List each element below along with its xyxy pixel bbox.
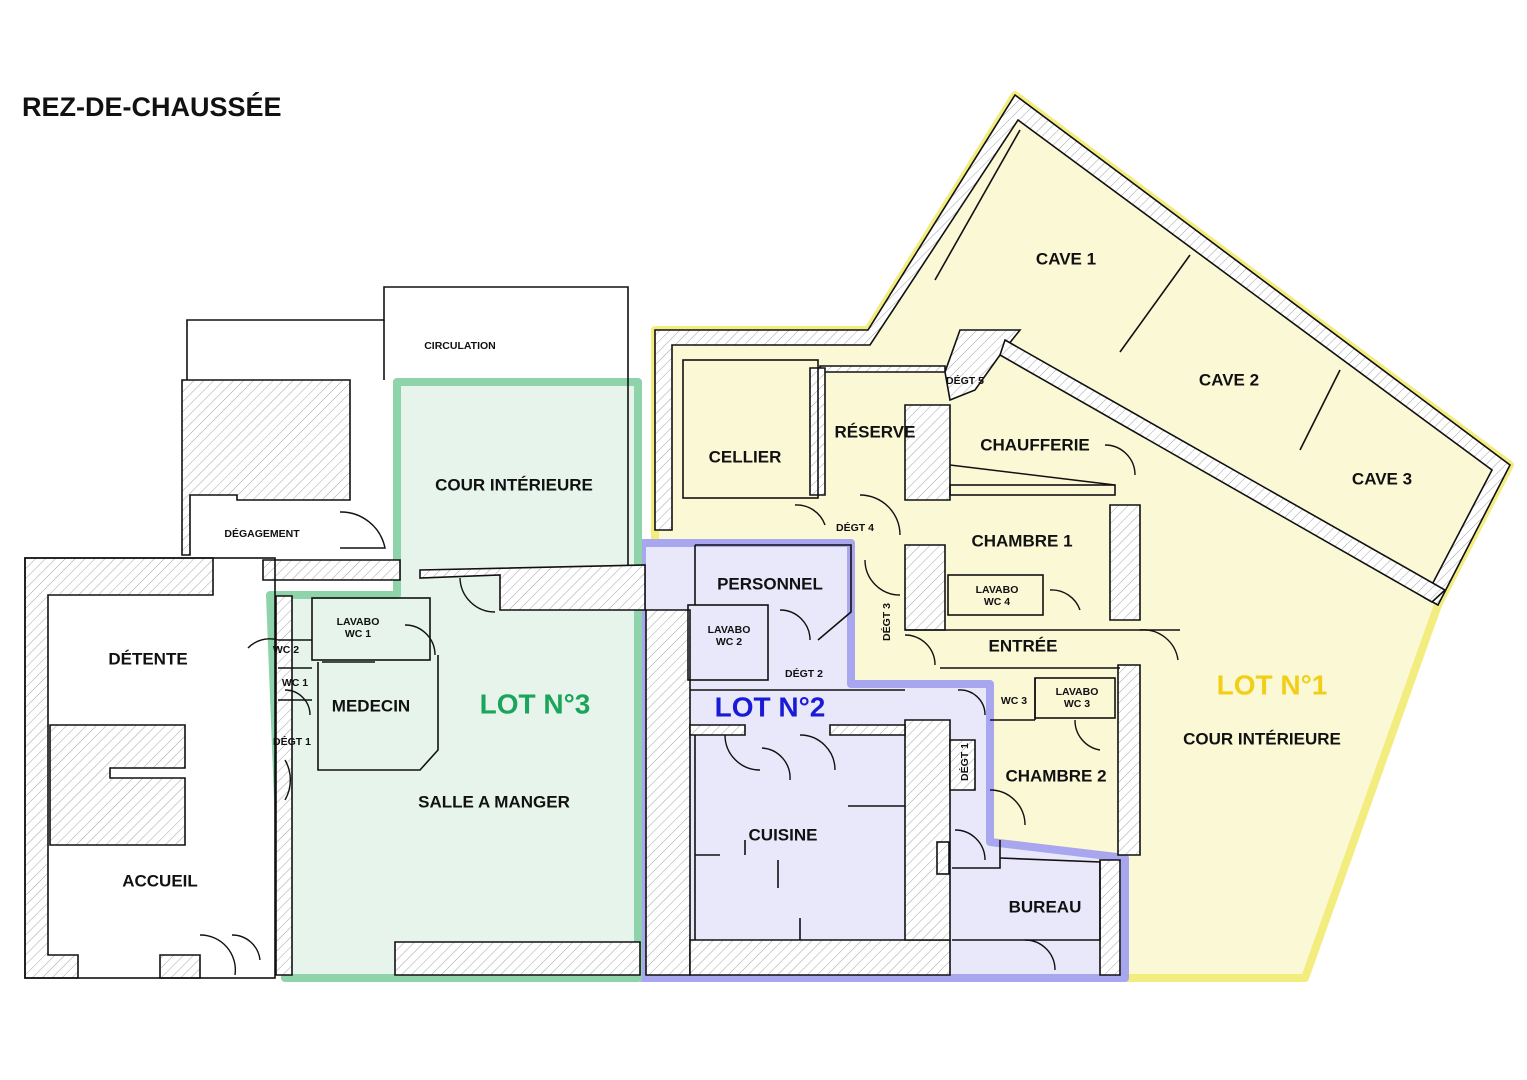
room-cour-interieure-lot3: COUR INTÉRIEURE xyxy=(435,475,593,494)
walls xyxy=(24,93,1512,979)
outlines xyxy=(24,129,1341,979)
room-chaufferie: CHAUFFERIE xyxy=(980,435,1090,454)
lot2-label: LOT N°2 xyxy=(715,691,826,722)
room-labels: CIRCULATION DÉGAGEMENT DÉTENTE ACCUEIL W… xyxy=(108,249,1412,916)
room-chambre1: CHAMBRE 1 xyxy=(971,531,1072,550)
room-chambre2: CHAMBRE 2 xyxy=(1005,766,1106,785)
room-lavabo-wc1-top: LAVABO xyxy=(337,616,380,628)
room-degt1-lot3: DÉGT 1 xyxy=(273,735,311,748)
room-cour-interieure-lot1: COUR INTÉRIEURE xyxy=(1183,729,1341,748)
room-degt3: DÉGT 3 xyxy=(880,603,893,641)
room-cave3: CAVE 3 xyxy=(1352,469,1412,488)
doors xyxy=(199,444,1179,976)
room-degagement: DÉGAGEMENT xyxy=(224,527,300,540)
room-wc2-lot3: WC 2 xyxy=(273,644,299,656)
lot3-zone[interactable] xyxy=(266,378,642,982)
room-wc1-lot3: WC 1 xyxy=(282,677,308,689)
room-cellier: CELLIER xyxy=(709,447,782,466)
room-lavabo-wc3-top: LAVABO xyxy=(1056,686,1099,698)
room-degt1-lot2: DÉGT 1 xyxy=(958,743,971,781)
room-degt5: DÉGT 5 xyxy=(946,374,984,387)
lot3-label: LOT N°3 xyxy=(480,688,591,719)
room-cave1: CAVE 1 xyxy=(1036,249,1096,268)
plan-title: REZ-DE-CHAUSSÉE xyxy=(22,91,282,122)
room-entree: ENTRÉE xyxy=(989,636,1058,655)
room-wc3: WC 3 xyxy=(1001,695,1027,707)
room-reserve: RÉSERVE xyxy=(835,422,916,441)
room-cuisine: CUISINE xyxy=(749,825,818,844)
room-lavabo-wc3-bottom: WC 3 xyxy=(1064,698,1090,710)
room-lavabo-wc4-bottom: WC 4 xyxy=(984,596,1010,608)
room-lavabo-wc2-bottom: WC 2 xyxy=(716,636,742,648)
room-circulation: CIRCULATION xyxy=(424,340,496,352)
room-degt4: DÉGT 4 xyxy=(836,521,874,534)
room-accueil: ACCUEIL xyxy=(122,871,198,890)
room-lavabo-wc2-top: LAVABO xyxy=(708,624,751,636)
room-cave2: CAVE 2 xyxy=(1199,370,1259,389)
room-lavabo-wc1-bottom: WC 1 xyxy=(345,628,371,640)
room-degt2: DÉGT 2 xyxy=(785,667,823,680)
room-medecin: MEDECIN xyxy=(332,696,410,715)
room-detente: DÉTENTE xyxy=(108,649,187,668)
room-personnel: PERSONNEL xyxy=(717,574,823,593)
room-lavabo-wc4-top: LAVABO xyxy=(976,584,1019,596)
room-salle-a-manger: SALLE A MANGER xyxy=(418,792,570,811)
room-bureau: BUREAU xyxy=(1009,897,1082,916)
lot1-label: LOT N°1 xyxy=(1217,669,1328,700)
